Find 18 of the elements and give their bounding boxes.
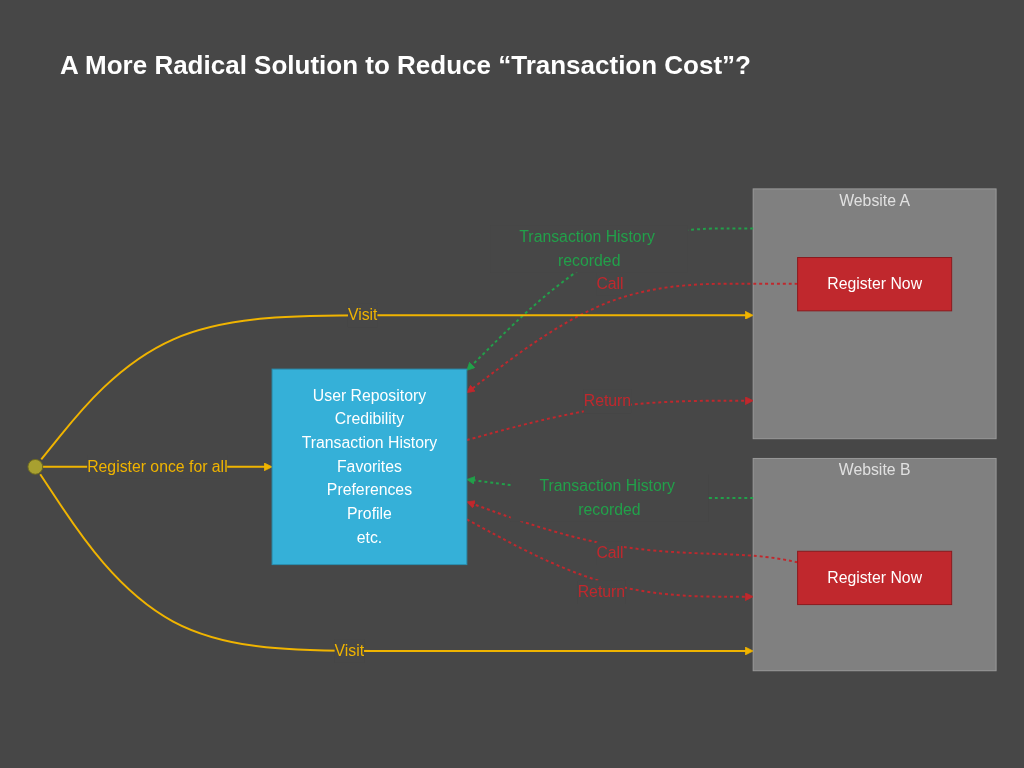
node-box: Register Now xyxy=(797,257,953,312)
node-box: Register Now xyxy=(797,550,953,606)
arrow xyxy=(466,282,799,394)
node-person xyxy=(27,459,44,475)
edge-label: Visit xyxy=(347,306,378,324)
edge-label: Register once for all xyxy=(87,458,228,475)
node-box: User Repository Credibility Transaction History Favorites Preferences Profile etc. xyxy=(271,368,468,566)
edge-label: Return xyxy=(577,583,626,601)
edge-label: Call xyxy=(596,544,624,562)
edge-label: Call xyxy=(596,274,624,292)
edge-label: Transaction History recorded xyxy=(519,228,655,269)
arrow xyxy=(466,227,755,371)
arrow xyxy=(465,518,754,602)
title: A More Radical Solution to Reduce “Transaction Cost”? xyxy=(60,50,751,81)
edge-label: Visit xyxy=(334,642,365,660)
edge-label: Return xyxy=(583,392,632,410)
edge-label: Transaction History recorded xyxy=(539,477,675,518)
arrow xyxy=(466,500,799,564)
